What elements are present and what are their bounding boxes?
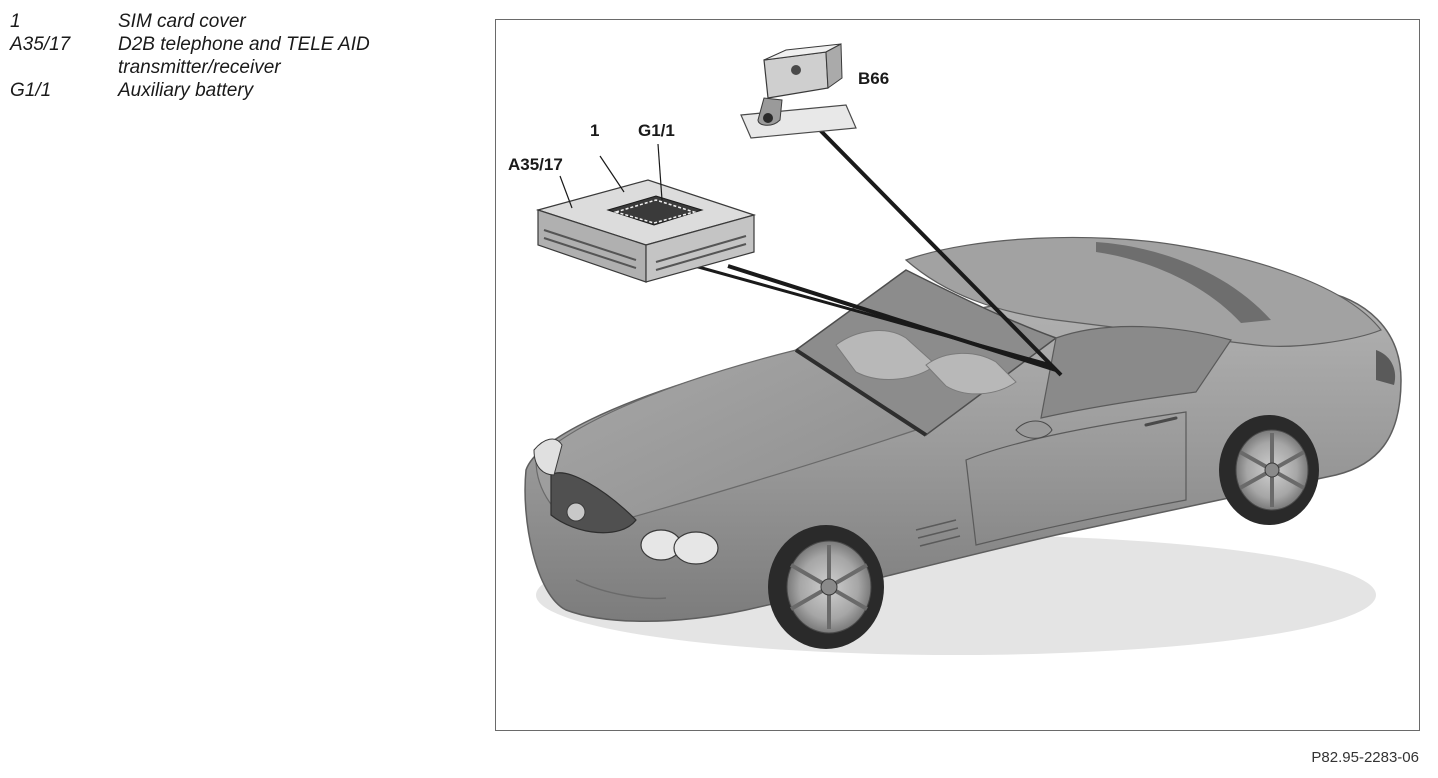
legend-description: D2B telephone and TELE AID transmitter/r…: [118, 34, 370, 78]
front-wheel: [768, 525, 884, 649]
car-body: [524, 236, 1402, 622]
b66-component: B66: [740, 43, 889, 139]
car-illustration: B66 1 G1/1 A35/17: [508, 43, 1402, 655]
legend-item-auxiliary-battery: G1/1 Auxiliary battery: [10, 79, 450, 102]
callout-g1-1: G1/1: [638, 121, 675, 140]
legend-item-telephone-transmitter: A35/17 D2B telephone and TELE AID transm…: [10, 33, 450, 79]
legend-item-sim-card-cover: 1 SIM card cover: [10, 10, 450, 33]
callout-b66: B66: [858, 69, 889, 88]
legend-code: G1/1: [10, 80, 52, 101]
legend-code: A35/17: [10, 34, 71, 55]
leader-lines: [665, 126, 1063, 377]
figure-reference-id: P82.95-2283-06: [1311, 749, 1419, 766]
a35-17-module: 1 G1/1 A35/17: [508, 121, 757, 283]
legend-code: 1: [10, 11, 21, 32]
component-legend: 1 SIM card cover A35/17 D2B telephone an…: [10, 10, 450, 102]
callout-a35-17: A35/17: [508, 155, 563, 174]
callout-sim-card-cover: 1: [590, 121, 599, 140]
legend-description: SIM card cover: [118, 11, 246, 32]
component-location-figure: B66 1 G1/1 A35/17: [495, 19, 1420, 731]
legend-description: Auxiliary battery: [118, 80, 254, 101]
rear-wheel: [1219, 415, 1319, 525]
